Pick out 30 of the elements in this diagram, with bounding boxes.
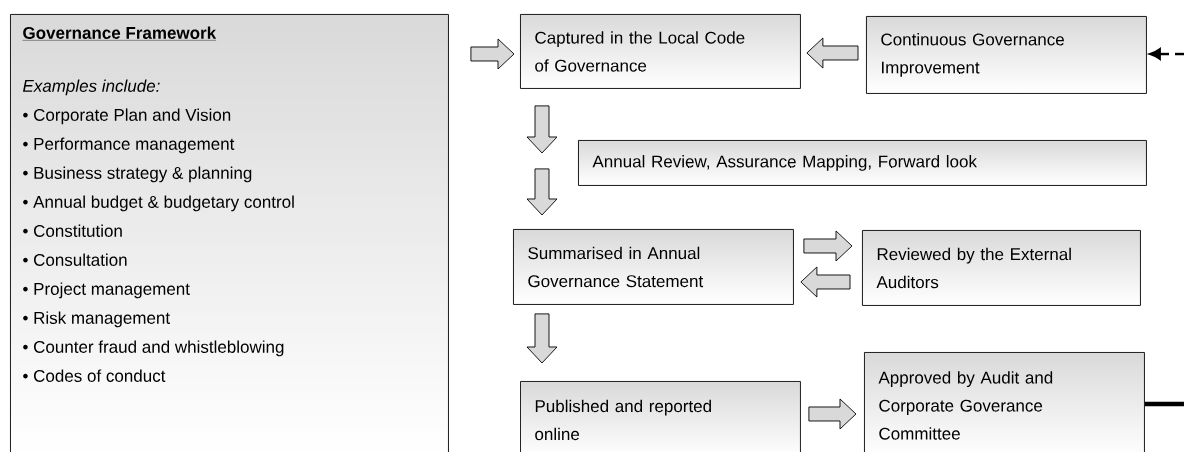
process-box: Captured in the Local Code of Governance <box>520 14 801 89</box>
process-box: Reviewed by the External Auditors <box>862 230 1141 306</box>
block-arrow <box>526 168 558 216</box>
list-item: • Annual budget & budgetary control <box>23 195 294 212</box>
block-arrow <box>806 37 859 69</box>
framework-panel <box>10 14 449 452</box>
list-item: • Consultation <box>23 253 127 266</box>
list-item: • Counter fraud and whistleblowing <box>23 340 284 357</box>
block-arrow <box>470 38 515 70</box>
heading: Governance Framework <box>22 26 217 41</box>
process-box: Summarised in Annual Governance Statement <box>513 229 794 305</box>
block-arrow <box>803 230 853 262</box>
line <box>1144 401 1184 407</box>
dashed-arrow <box>1149 48 1184 60</box>
list-item: • Constitution <box>23 224 122 237</box>
process-box: Continuous Governance Improvement <box>866 16 1147 94</box>
list-item: • Business strategy & planning <box>23 166 252 183</box>
list-item: • Performance management <box>23 137 235 154</box>
intro-text: Examples include: <box>23 79 160 96</box>
process-box: Approved by Audit and Corporate Goverance Committee <box>864 352 1145 452</box>
list-item: • Codes of conduct <box>23 369 166 382</box>
list-item: • Risk management <box>23 311 170 328</box>
block-arrow <box>808 398 857 430</box>
block-arrow <box>526 105 558 154</box>
list-item: • Project management <box>23 282 190 299</box>
process-box: Published and reported online <box>520 381 801 452</box>
process-box: Annual Review, Assurance Mapping, Forward look <box>578 140 1147 186</box>
block-arrow <box>800 266 851 298</box>
list-item: • Corporate Plan and Vision <box>23 108 231 125</box>
block-arrow <box>526 313 558 364</box>
